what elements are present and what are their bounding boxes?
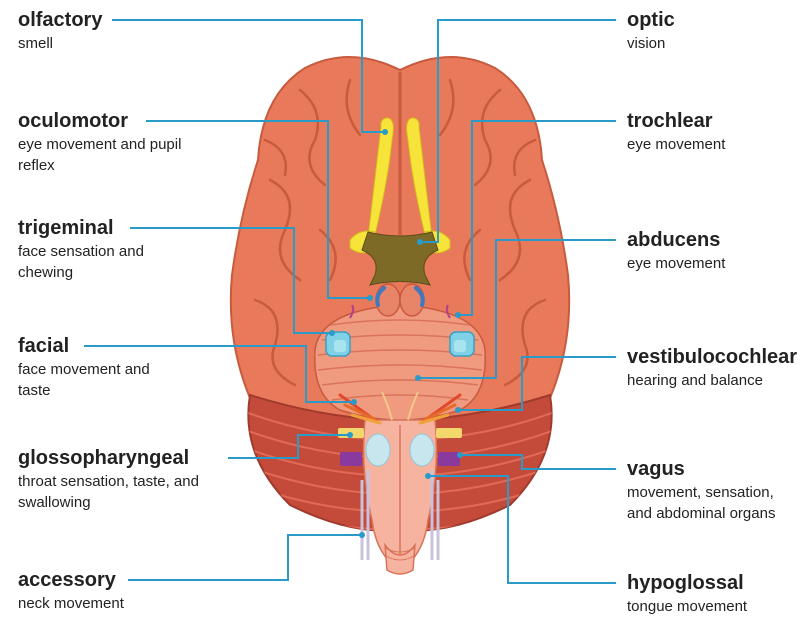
- olive-right: [410, 434, 434, 466]
- vagus-root-left: [340, 452, 362, 466]
- nerve-desc-oculomotor: eye movement and pupil reflex: [18, 134, 188, 176]
- nerve-desc-vestibulocochlear: hearing and balance: [627, 370, 799, 391]
- label-trochlear: trochlear eye movement: [627, 109, 797, 155]
- label-hypoglossal: hypoglossal tongue movement: [627, 571, 799, 617]
- mammillary-right: [400, 284, 424, 316]
- nerve-name-glossopharyngeal: glossopharyngeal: [18, 446, 218, 470]
- nerve-name-trochlear: trochlear: [627, 109, 797, 133]
- label-optic: optic vision: [627, 8, 797, 54]
- label-vestibulocochlear: vestibulocochlear hearing and balance: [627, 345, 799, 391]
- mammillary-left: [376, 284, 400, 316]
- label-abducens: abducens eye movement: [627, 228, 797, 274]
- label-trigeminal: trigeminal face sensation and chewing: [18, 216, 183, 283]
- trigeminal-root-right: [450, 332, 474, 356]
- label-olfactory: olfactory smell: [18, 8, 218, 54]
- label-accessory: accessory neck movement: [18, 568, 218, 614]
- nerve-desc-glossopharyngeal: throat sensation, taste, and swallowing: [18, 471, 218, 513]
- label-facial: facial face movement and taste: [18, 334, 158, 401]
- trigeminal-root-left: [326, 332, 350, 356]
- olive-left: [366, 434, 390, 466]
- nerve-desc-hypoglossal: tongue movement: [627, 596, 799, 617]
- label-glossopharyngeal: glossopharyngeal throat sensation, taste…: [18, 446, 218, 513]
- nerve-name-hypoglossal: hypoglossal: [627, 571, 799, 595]
- nerve-name-optic: optic: [627, 8, 797, 32]
- glossopharyngeal-root-right: [436, 428, 462, 438]
- nerve-name-facial: facial: [18, 334, 158, 358]
- nerve-name-vestibulocochlear: vestibulocochlear: [627, 345, 799, 369]
- label-oculomotor: oculomotor eye movement and pupil reflex: [18, 109, 188, 176]
- nerve-desc-olfactory: smell: [18, 33, 218, 54]
- nerve-desc-trochlear: eye movement: [627, 134, 797, 155]
- nerve-desc-trigeminal: face sensation and chewing: [18, 241, 183, 283]
- nerve-name-olfactory: olfactory: [18, 8, 218, 32]
- nerve-desc-vagus: movement, sensation, and abdominal organ…: [627, 482, 799, 524]
- nerve-desc-accessory: neck movement: [18, 593, 218, 614]
- nerve-name-vagus: vagus: [627, 457, 799, 481]
- nerve-desc-facial: face movement and taste: [18, 359, 158, 401]
- nerve-desc-optic: vision: [627, 33, 797, 54]
- label-vagus: vagus movement, sensation, and abdominal…: [627, 457, 799, 524]
- nerve-name-abducens: abducens: [627, 228, 797, 252]
- vagus-root-right: [438, 452, 460, 466]
- nerve-name-trigeminal: trigeminal: [18, 216, 183, 240]
- nerve-name-oculomotor: oculomotor: [18, 109, 188, 133]
- nerve-name-accessory: accessory: [18, 568, 218, 592]
- nerve-desc-abducens: eye movement: [627, 253, 797, 274]
